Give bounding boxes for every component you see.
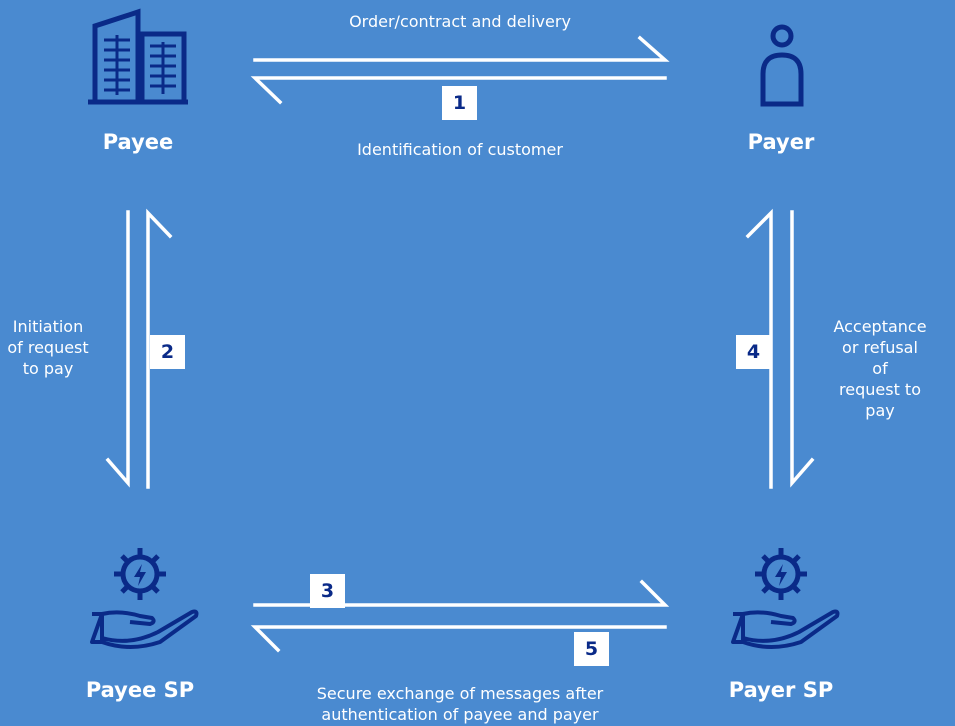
gear-hand-icon: [731, 548, 840, 649]
person-icon: [760, 24, 804, 107]
step-badge-3: 3: [310, 574, 345, 608]
gear-hand-icon: [90, 548, 199, 649]
office-building-icon: [88, 8, 188, 105]
payer-sp-label: Payer SP: [728, 678, 834, 702]
payee-label: Payee: [102, 130, 174, 154]
arrow-left-up: [146, 208, 173, 489]
flow-top-below: Identification of customer: [357, 140, 563, 159]
payee-sp-label: Payee SP: [85, 678, 195, 702]
flow-top-above: Order/contract and delivery: [349, 12, 571, 31]
arrow-top-left: [250, 76, 667, 105]
arrow-right-up: [745, 208, 773, 489]
payer-label: Payer: [747, 130, 815, 154]
arrow-top-right: [253, 35, 670, 62]
arrow-bottom-right: [253, 579, 670, 607]
arrow-left-down: [105, 210, 130, 488]
step-badge-5: 5: [574, 632, 609, 666]
step-badge-1: 1: [442, 86, 477, 120]
arrow-right-down: [790, 210, 815, 488]
step-badge-2: 2: [150, 335, 185, 369]
step-badge-4: 4: [736, 335, 771, 369]
arrow-bottom-left: [250, 625, 667, 653]
